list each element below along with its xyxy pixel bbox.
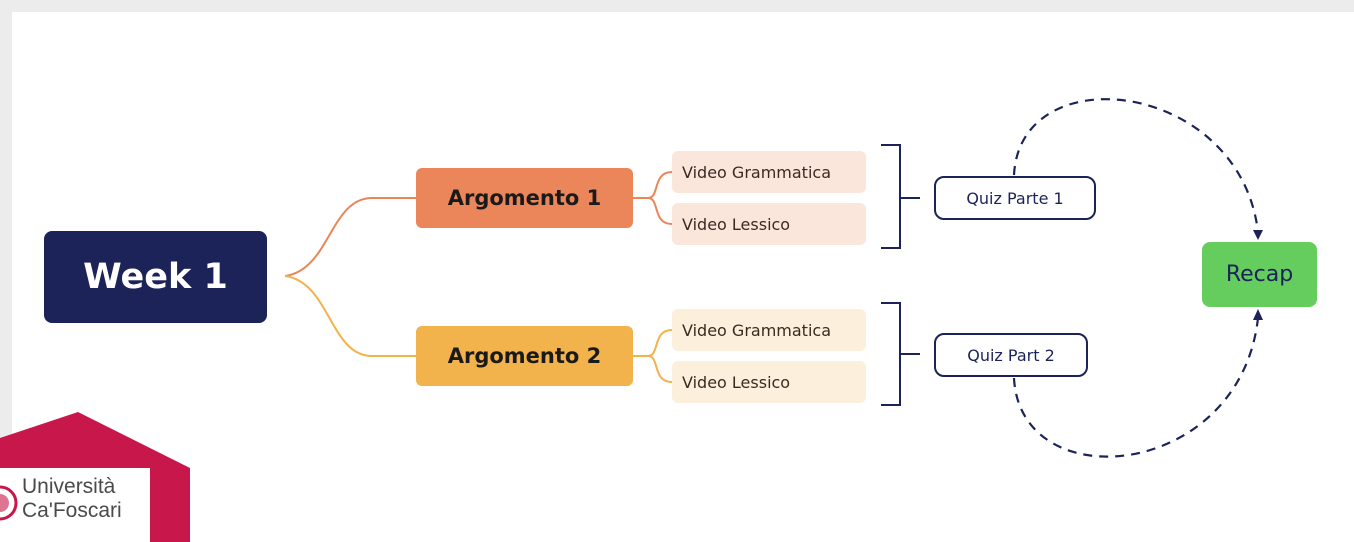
quiz-node-2: Quiz Part 2 — [934, 333, 1088, 377]
recap-node: Recap — [1202, 242, 1317, 307]
bracket-topic1 — [881, 144, 920, 249]
arrowhead-down — [1253, 230, 1263, 240]
connector-week-arg2 — [284, 275, 416, 357]
logo-line1: Università — [22, 475, 116, 498]
video-grammar-topic2: Video Grammatica — [672, 309, 866, 351]
connector-arg1-videos — [633, 171, 673, 225]
week-node: Week 1 — [44, 231, 267, 323]
logo-panel — [0, 468, 150, 542]
dashed-arrow-quiz2-recap — [1012, 317, 1260, 458]
dashed-arrow-quiz1-recap — [1012, 98, 1260, 233]
video-grammar-topic1: Video Grammatica — [672, 151, 866, 193]
connector-arg2-videos — [633, 329, 673, 383]
quiz-node-1: Quiz Parte 1 — [934, 176, 1096, 220]
video-lexicon-topic2: Video Lessico — [672, 361, 866, 403]
arrowhead-up — [1253, 309, 1263, 320]
bracket-topic2 — [881, 302, 920, 406]
video-lexicon-topic1: Video Lessico — [672, 203, 866, 245]
connector-week-arg1 — [284, 197, 416, 277]
seal-icon — [0, 485, 18, 521]
logo-wordmark: Università Ca'Foscari — [22, 475, 122, 523]
topic-node-1: Argomento 1 — [416, 168, 633, 228]
logo-line2: Ca'Foscari — [22, 499, 122, 522]
topic-node-2: Argomento 2 — [416, 326, 633, 386]
